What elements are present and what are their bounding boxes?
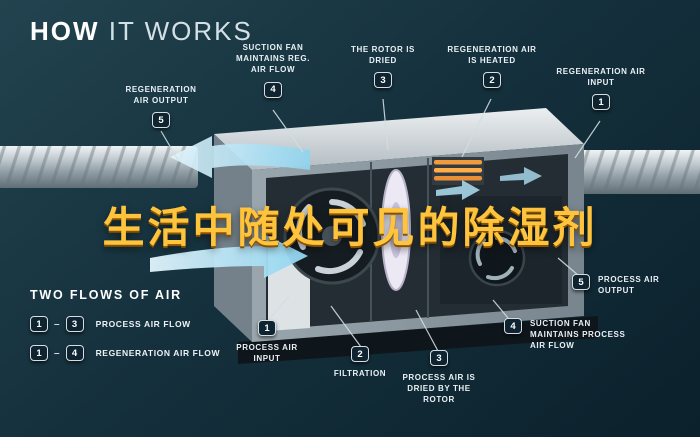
right-duct: [552, 150, 700, 194]
callout-label: PROCESS AIR INPUT: [236, 343, 298, 364]
badge-2: 2: [351, 346, 369, 362]
badge-3: 3: [65, 316, 84, 332]
legend-two-flows: TWO FLOWS OF AIR 1 – 3 PROCESS AIR FLOW …: [30, 288, 220, 374]
callout-rotor-is-dried: THE ROTOR IS DRIED 3: [344, 44, 422, 89]
legend-row-regeneration: 1 – 4 REGENERATION AIR FLOW: [30, 345, 220, 361]
callout-regeneration-air-heated: REGENERATION AIR IS HEATED 2: [446, 44, 538, 89]
legend-heading: TWO FLOWS OF AIR: [30, 288, 182, 302]
callout-process-air-output: 5 PROCESS AIR OUTPUT: [572, 274, 684, 296]
legend-label: PROCESS AIR FLOW: [95, 319, 191, 329]
callout-suction-fan-reg-air: SUCTION FAN MAINTAINS REG. AIR FLOW 4: [227, 42, 319, 98]
legend-row-process: 1 – 3 PROCESS AIR FLOW: [30, 316, 220, 332]
callout-label: REGENERATION AIR OUTPUT: [125, 85, 197, 106]
callout-regeneration-air-input: REGENERATION AIR INPUT 1: [556, 66, 646, 111]
title-word-how: HOW: [30, 16, 100, 46]
legend-label: REGENERATION AIR FLOW: [95, 348, 221, 358]
callout-label: PROCESS AIR IS DRIED BY THE ROTOR: [402, 373, 476, 405]
process-fan: [440, 196, 562, 304]
regeneration-output-arrow: [170, 136, 310, 178]
callout-label: SUCTION FAN MAINTAINS PROCESS AIR FLOW: [530, 319, 626, 351]
badge-4: 4: [264, 81, 282, 98]
badge-1: 1: [30, 316, 48, 332]
rotor: [381, 169, 411, 291]
left-duct: [0, 146, 198, 188]
badge-5: 5: [572, 274, 590, 290]
range-dash: –: [54, 318, 60, 330]
badge-4: 4: [504, 318, 522, 334]
callout-label: SUCTION FAN MAINTAINS REG. AIR FLOW: [235, 43, 311, 75]
range-dash: –: [54, 347, 60, 359]
badge-1: 1: [258, 320, 276, 336]
process-input-arrow: [150, 234, 308, 278]
badge-1: 1: [592, 94, 610, 111]
callout-label: PROCESS AIR OUTPUT: [598, 275, 660, 296]
callout-label: FILTRATION: [333, 369, 387, 378]
airflow-arrows: [150, 136, 542, 278]
internal-arrow-2: [500, 167, 542, 185]
callout-regeneration-air-output: REGENERATION AIR OUTPUT 5: [117, 84, 205, 129]
callout-filtration: 2 FILTRATION: [320, 346, 400, 379]
callout-label: THE ROTOR IS DRIED: [351, 45, 415, 66]
callout-process-air-dried: 3 PROCESS AIR IS DRIED BY THE ROTOR: [393, 350, 485, 406]
callout-suction-fan-process-air: 4 SUCTION FAN MAINTAINS PROCESS AIR FLOW: [504, 318, 626, 352]
internal-arrow-1: [436, 180, 480, 200]
badge-1: 1: [30, 345, 48, 361]
callout-label: REGENERATION AIR INPUT: [556, 67, 646, 88]
page-title: HOW IT WORKS: [30, 16, 253, 47]
heater: [432, 157, 484, 185]
title-word-it-works: IT WORKS: [108, 16, 253, 46]
badge-3: 3: [374, 72, 392, 89]
badge-5: 5: [152, 112, 170, 129]
badge-3: 3: [430, 350, 448, 366]
callout-process-air-input: 1 PROCESS AIR INPUT: [227, 320, 307, 364]
badge-2: 2: [483, 72, 501, 89]
suction-fan: [283, 187, 381, 285]
callout-label: REGENERATION AIR IS HEATED: [447, 45, 537, 66]
badge-4: 4: [65, 345, 84, 361]
